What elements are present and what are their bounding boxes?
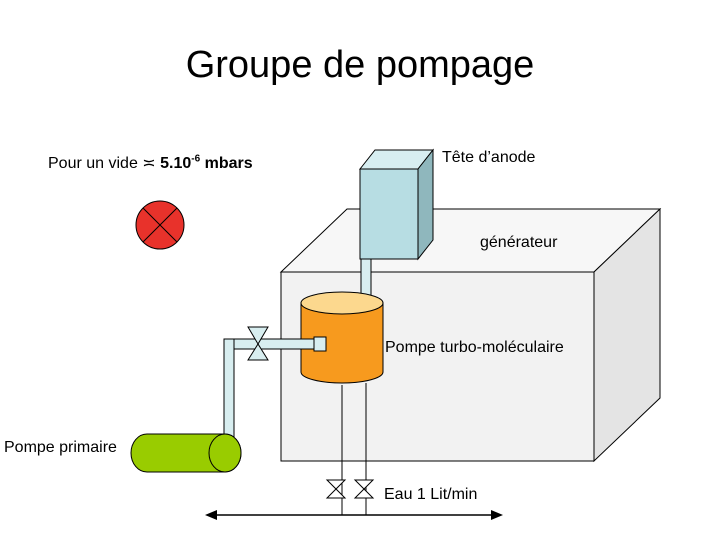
anode-head-label: Tête d’anode — [442, 149, 536, 166]
vacuum-exponent: -6 — [191, 153, 201, 165]
anode-head — [358, 148, 435, 261]
vacuum-prefix: Pour un vide — [48, 155, 138, 172]
approx-symbol: ≍ — [142, 155, 156, 172]
primary-pump — [130, 433, 242, 473]
generator-label: générateur — [480, 234, 558, 251]
primary-pump-label: Pompe primaire — [4, 439, 117, 456]
valve-icon[interactable] — [247, 326, 269, 361]
vacuum-value: 5.10 — [160, 155, 192, 172]
turbo-pump — [300, 291, 384, 384]
water-valve-icon[interactable] — [325, 479, 347, 499]
water-valve-icon[interactable] — [353, 479, 375, 499]
vacuum-unit: mbars — [204, 155, 253, 172]
page-title: Groupe de pompage — [185, 44, 535, 86]
red-x-status-icon — [135, 200, 185, 250]
water-flow-label: Eau 1 Lit/min — [384, 486, 478, 503]
vacuum-label: Pour un vide ≍ 5.10-6 mbars — [48, 153, 253, 173]
double-arrow-icon — [205, 510, 503, 520]
turbo-pump-label: Pompe turbo-moléculaire — [385, 339, 564, 356]
